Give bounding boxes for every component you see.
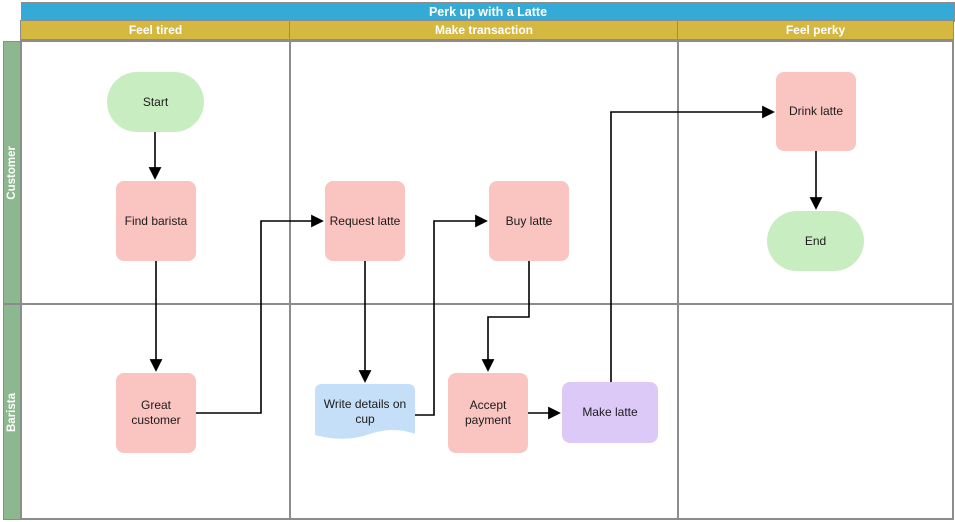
lane-label-text: Barista — [6, 392, 18, 432]
node-make-latte[interactable]: Make latte — [562, 382, 658, 443]
diagram-title-bar[interactable]: Perk up with a Latte — [21, 2, 955, 22]
phase-header-label: Make transaction — [434, 23, 534, 37]
phase-header-make-transaction[interactable]: Make transaction — [289, 20, 679, 40]
document-shape — [315, 384, 415, 439]
node-end[interactable]: End — [767, 211, 864, 271]
phase-header-feel-tired[interactable]: Feel tired — [20, 20, 291, 40]
node-start[interactable]: Start — [107, 72, 204, 132]
phase-divider-2 — [677, 40, 679, 520]
node-label: End — [804, 233, 827, 248]
node-label: Find barista — [124, 213, 188, 228]
lane-divider — [3, 303, 953, 305]
node-label: Make latte — [582, 405, 638, 419]
phase-divider-1 — [289, 40, 291, 520]
node-buy-latte[interactable]: Buy latte — [489, 181, 569, 261]
lane-label-barista[interactable]: Barista — [3, 304, 21, 520]
node-label: Start — [142, 94, 169, 109]
node-find-barista[interactable]: Find barista — [116, 181, 196, 261]
node-request-latte[interactable]: Request latte — [325, 181, 405, 261]
phase-header-label: Feel perky — [785, 23, 846, 37]
node-label: Request latte — [329, 213, 401, 228]
lane-label-text: Customer — [6, 145, 18, 200]
node-label: Buy latte — [505, 213, 553, 228]
node-label: Great customer — [131, 398, 181, 427]
node-label: Write details on cup — [323, 397, 407, 426]
lane-label-customer[interactable]: Customer — [3, 41, 21, 304]
node-great-customer[interactable]: Great customer — [116, 373, 196, 453]
phase-header-feel-perky[interactable]: Feel perky — [677, 20, 954, 40]
phase-header-label: Feel tired — [128, 23, 183, 37]
node-label: Drink latte — [788, 104, 844, 118]
diagram-title: Perk up with a Latte — [428, 5, 548, 19]
node-label: Accept payment — [464, 398, 512, 427]
node-accept-payment[interactable]: Accept payment — [448, 373, 528, 453]
node-write-details-on-cup[interactable]: Write details on cup — [315, 384, 415, 446]
node-drink-latte[interactable]: Drink latte — [776, 72, 856, 151]
